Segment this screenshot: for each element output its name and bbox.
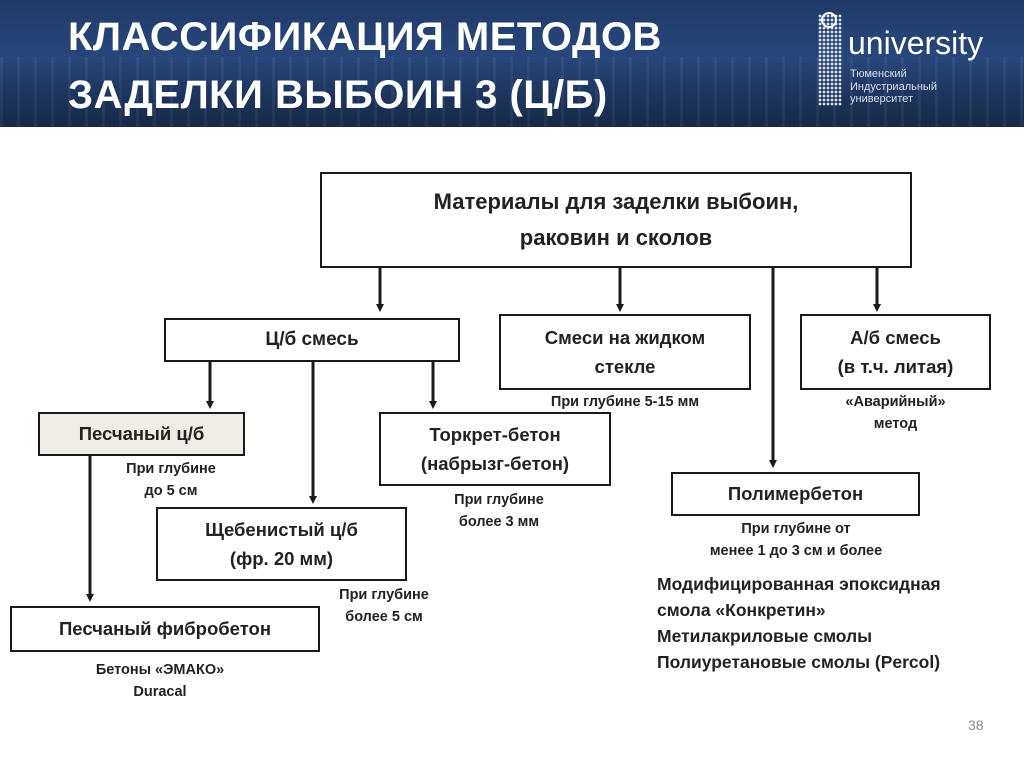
polymer-list-item: Модифицированная эпоксидная — [657, 574, 941, 594]
polymer-list-item: смола «Конкретин» — [657, 600, 826, 620]
globe-icon — [821, 12, 837, 28]
note-line: При глубине — [454, 492, 544, 508]
sandy-cb-label: Песчаный ц/б — [78, 423, 205, 444]
ab-mix-line: А/б смесь — [850, 327, 941, 348]
torkret-note: При глубине более 3 мм — [419, 489, 579, 533]
note-line: менее 1 до 3 см и более — [709, 543, 883, 559]
polymer-list-item: Метилакриловые смолы — [657, 626, 873, 646]
polymer-materials-list: Модифицированная эпоксидная смола «Конкр… — [657, 571, 1007, 675]
polymer-note: При глубине от менее 1 до 3 см и более — [666, 518, 926, 562]
gravel-cb-box: Щебенистый ц/б (фр. 20 мм) — [156, 507, 407, 581]
gravel-cb-line: Щебенистый ц/б — [205, 519, 358, 540]
logo-subtitle-line: университет — [850, 93, 914, 105]
root-materials-box: Материалы для заделки выбоин, раковин и … — [320, 172, 912, 268]
slide-title: КЛАССИФИКАЦИЯ МЕТОДОВ ЗАДЕЛКИ ВЫБОИН 3 (… — [68, 8, 662, 124]
torkret-line: Торкрет-бетон — [429, 424, 561, 445]
note-line: до 5 см — [144, 483, 198, 499]
note-line: При глубине от — [741, 521, 851, 537]
note-line: более 3 мм — [458, 514, 540, 530]
liquid-glass-box: Смеси на жидком стекле — [499, 314, 751, 390]
polymer-box: Полимербетон — [671, 472, 920, 516]
title-banner: КЛАССИФИКАЦИЯ МЕТОДОВ ЗАДЕЛКИ ВЫБОИН 3 (… — [0, 0, 1024, 127]
cb-mix-box: Ц/б смесь — [164, 318, 460, 362]
note-line: «Аварийный» — [845, 394, 946, 410]
polymer-list-item: Полиуретановые смолы (Percol) — [657, 652, 941, 672]
logo-dot-grid — [818, 14, 842, 106]
logo-subtitle-line: Тюменский — [850, 68, 907, 80]
ab-mix-line: (в т.ч. литая) — [837, 356, 954, 377]
note-line: метод — [873, 416, 918, 432]
logo-subtitle: Тюменский Индустриальный университет — [850, 68, 937, 106]
university-logo: university Тюменский Индустриальный унив… — [818, 12, 1008, 112]
cb-mix-label: Ц/б смесь — [265, 329, 359, 350]
banner-background — [0, 57, 1024, 127]
logo-wordmark: university — [848, 25, 984, 61]
note-line: более 5 см — [345, 609, 423, 625]
liquid-glass-line: стекле — [594, 356, 656, 377]
fibro-label: Песчаный фибробетон — [58, 618, 272, 639]
gravel-note: При глубине более 5 см — [309, 584, 459, 628]
polymer-label: Полимербетон — [727, 483, 864, 504]
page-number: 38 — [968, 717, 984, 733]
note-line: Duracal — [133, 684, 187, 700]
ab-mix-box: А/б смесь (в т.ч. литая) — [800, 314, 991, 390]
root-line: раковин и сколов — [519, 225, 713, 250]
sandy-cb-box: Песчаный ц/б — [38, 412, 245, 456]
title-line: ЗАДЕЛКИ ВЫБОИН 3 (Ц/Б) — [68, 73, 608, 117]
fibro-box: Песчаный фибробетон — [10, 606, 320, 652]
note-line: При глубине — [339, 587, 429, 603]
root-line: Материалы для заделки выбоин, — [433, 189, 799, 214]
note-line: При глубине 5-15 мм — [550, 394, 700, 410]
logo-subtitle-line: Индустриальный — [850, 80, 937, 93]
torkret-line: (набрызг-бетон) — [420, 453, 570, 474]
gravel-cb-line: (фр. 20 мм) — [229, 548, 334, 569]
note-line: Бетоны «ЭМАКО» — [95, 662, 225, 678]
ab-note: «Аварийный» метод — [800, 391, 991, 435]
title-line: КЛАССИФИКАЦИЯ МЕТОДОВ — [68, 15, 662, 59]
note-line: При глубине — [126, 461, 216, 477]
fibro-note: Бетоны «ЭМАКО» Duracal — [60, 659, 260, 703]
liquid-glass-note: При глубине 5-15 мм — [499, 391, 751, 413]
torkret-box: Торкрет-бетон (набрызг-бетон) — [379, 412, 611, 486]
liquid-glass-line: Смеси на жидком — [544, 327, 706, 348]
sandy-note: При глубине до 5 см — [96, 458, 246, 502]
